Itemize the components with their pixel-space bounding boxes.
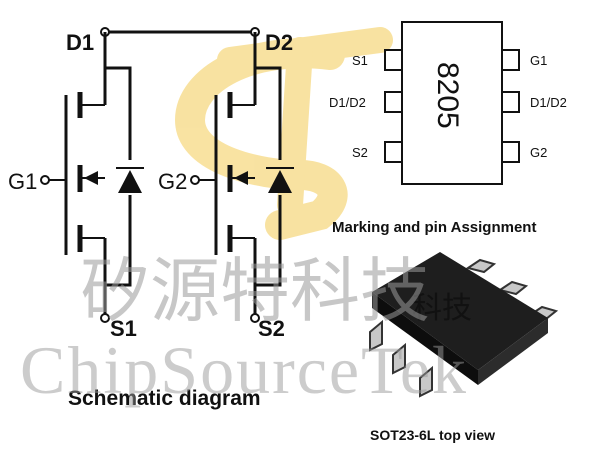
watermark-english: ChipSourceTek [20, 332, 468, 408]
mosfet-1 [40, 32, 144, 323]
schematic-caption: Schematic diagram [68, 387, 261, 410]
pin-left-2: D1/D2 [329, 95, 366, 110]
label-s2: S2 [258, 316, 285, 341]
pin-box-left-3 [384, 141, 403, 163]
label-g2: G2 [158, 169, 187, 194]
watermark-chinese: 矽源特科技 [80, 250, 430, 332]
pin-assignment-caption: Marking and pin Assignment [332, 219, 536, 236]
s1-terminal [100, 313, 110, 323]
pin-left-1: S1 [352, 53, 368, 68]
pin-right-3: G2 [530, 145, 547, 160]
pin-right-1: G1 [530, 53, 547, 68]
pin-box-right-3 [501, 141, 520, 163]
pin-box-left-1 [384, 49, 403, 71]
package-illustration: 科技 SOT23-6L top view [369, 252, 559, 443]
package-caption: SOT23-6L top view [370, 427, 495, 443]
pin-box-right-2 [501, 91, 520, 113]
label-s1: S1 [110, 316, 137, 341]
pin-box-left-2 [384, 91, 403, 113]
label-d1: D1 [66, 30, 94, 55]
s2-terminal [250, 313, 260, 323]
g1-terminal [40, 175, 50, 185]
chip-body [372, 252, 548, 370]
schematic: D1 D2 G1 G2 S1 S2 Schematic diagram [8, 27, 294, 410]
pin-box-right-1 [501, 49, 520, 71]
label-g1: G1 [8, 169, 37, 194]
label-d2: D2 [265, 30, 293, 55]
watermark: 矽源特科技 ChipSourceTek [20, 250, 468, 408]
g2-terminal [190, 175, 200, 185]
pin-left-3: S2 [352, 145, 368, 160]
body-diode-2 [268, 170, 292, 193]
chip-marking-8205: 8205 [431, 62, 464, 129]
pin-assignment: S1 D1/D2 S2 G1 D1/D2 G2 8205 Marking and… [329, 21, 567, 236]
pin-right-2: D1/D2 [530, 95, 567, 110]
body-diode-1 [118, 170, 142, 193]
mosfet-2 [190, 32, 294, 323]
package-marking: 科技 [412, 292, 472, 325]
